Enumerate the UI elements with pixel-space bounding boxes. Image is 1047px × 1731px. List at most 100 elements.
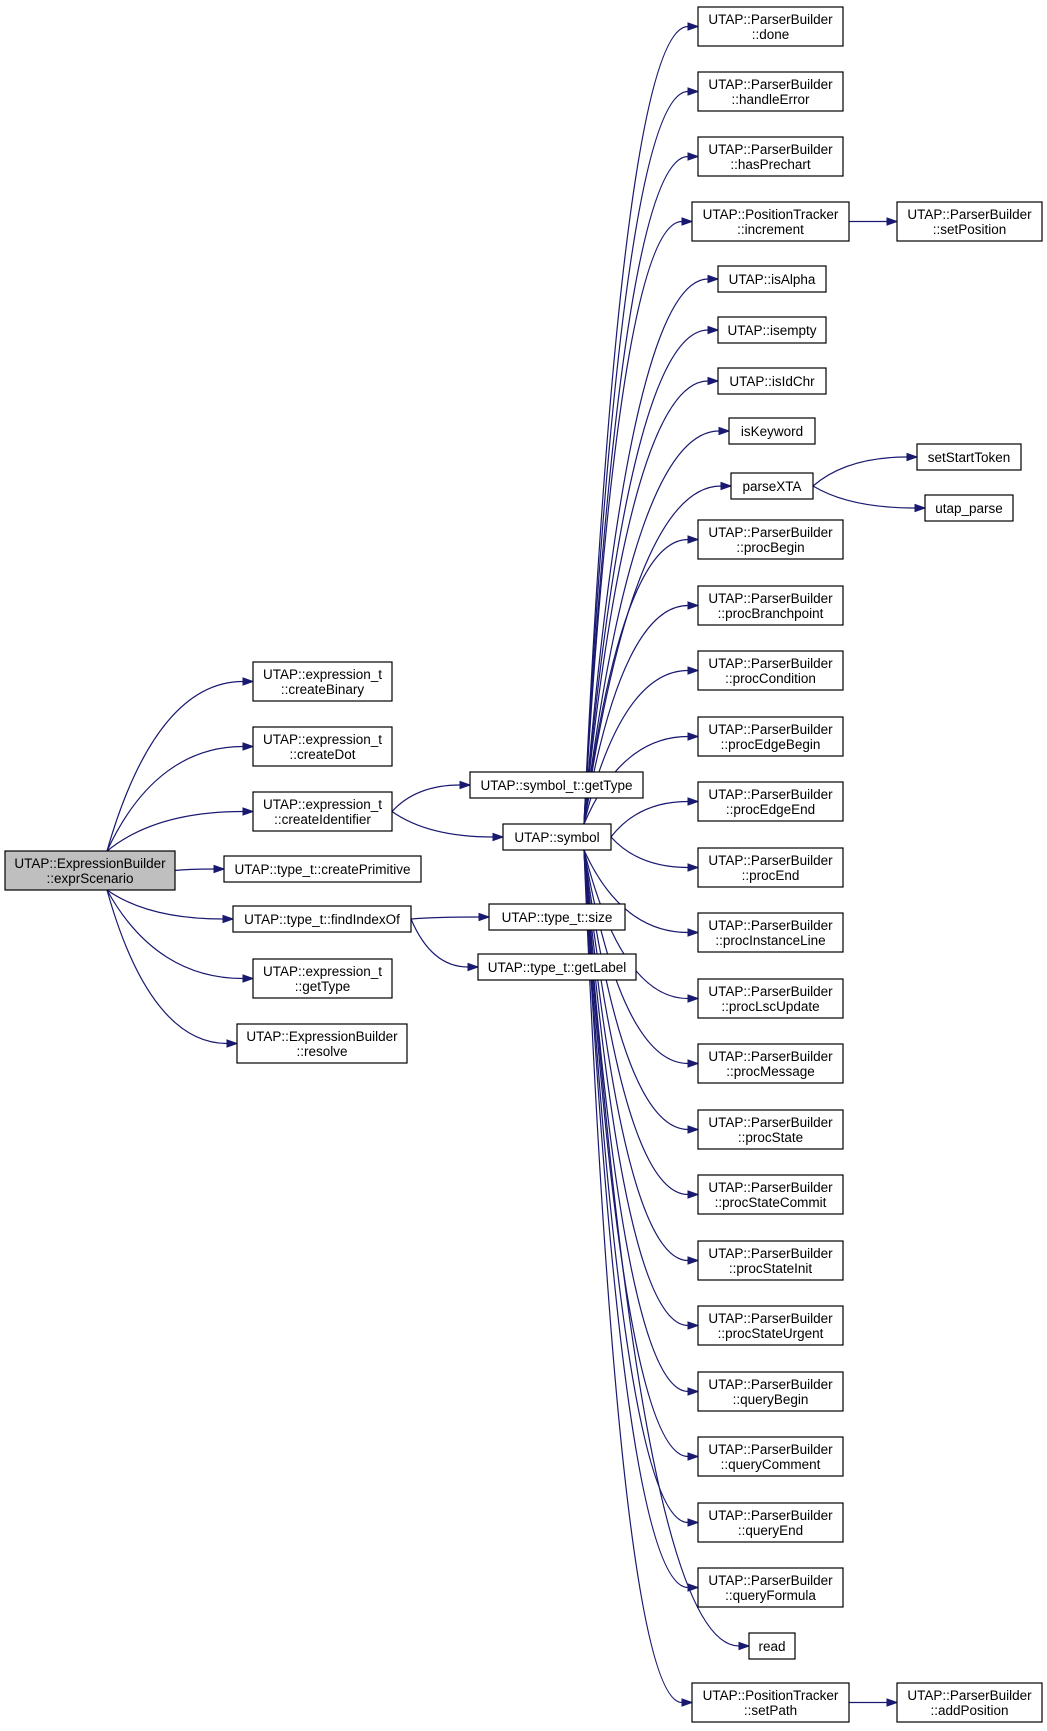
node-box xyxy=(691,1682,850,1723)
node-symbol-get-type[interactable]: UTAP::symbol_t::getType xyxy=(469,771,644,799)
node-label: ::procStateInit xyxy=(729,1261,813,1276)
node-proc-edge-end[interactable]: UTAP::ParserBuilder::procEdgeEnd xyxy=(697,781,844,822)
node-expr-get-type[interactable]: UTAP::expression_t::getType xyxy=(252,958,393,999)
node-create-identifier[interactable]: UTAP::expression_t::createIdentifier xyxy=(252,791,393,832)
node-query-formula[interactable]: UTAP::ParserBuilder::queryFormula xyxy=(697,1567,844,1608)
node-label: ::procBegin xyxy=(736,540,804,555)
node-is-id-chr[interactable]: UTAP::isIdChr xyxy=(717,367,827,395)
node-utap-parse[interactable]: utap_parse xyxy=(924,494,1014,522)
node-isempty[interactable]: UTAP::isempty xyxy=(717,316,827,344)
node-label: UTAP::ParserBuilder xyxy=(708,1442,833,1457)
node-label: ::procEdgeBegin xyxy=(721,737,821,752)
node-box xyxy=(697,1371,844,1412)
edge-expr-scenario-to-create-binary xyxy=(106,677,255,852)
node-label: UTAP::ParserBuilder xyxy=(708,1573,833,1588)
node-box xyxy=(728,417,816,445)
edge-line xyxy=(583,380,709,825)
node-parse-xta[interactable]: parseXTA xyxy=(730,472,814,500)
node-label: UTAP::PositionTracker xyxy=(703,207,839,222)
arrowhead-icon xyxy=(707,274,720,284)
node-proc-state[interactable]: UTAP::ParserBuilder::procState xyxy=(697,1109,844,1150)
node-proc-branchpoint[interactable]: UTAP::ParserBuilder::procBranchpoint xyxy=(697,585,844,626)
node-size[interactable]: UTAP::type_t::size xyxy=(488,903,626,931)
arrowhead-icon xyxy=(886,217,899,226)
node-label: ::procCondition xyxy=(725,671,816,686)
edge-line xyxy=(610,836,689,869)
node-query-comment[interactable]: UTAP::ParserBuilder::queryComment xyxy=(697,1436,844,1477)
node-proc-end[interactable]: UTAP::ParserBuilder::procEnd xyxy=(697,847,844,888)
arrowhead-icon xyxy=(222,914,235,924)
node-box xyxy=(924,494,1014,522)
arrowhead-icon xyxy=(687,1256,700,1265)
node-handle-error[interactable]: UTAP::ParserBuilder::handleError xyxy=(697,71,844,112)
edge-parse-xta-to-set-start-token xyxy=(812,452,919,487)
node-label: ::procBranchpoint xyxy=(718,606,824,621)
node-box xyxy=(502,823,612,851)
node-proc-message[interactable]: UTAP::ParserBuilder::procMessage xyxy=(697,1043,844,1084)
node-create-primitive[interactable]: UTAP::type_t::createPrimitive xyxy=(223,855,422,883)
node-box xyxy=(4,850,176,891)
node-set-position[interactable]: UTAP::ParserBuilder::setPosition xyxy=(896,201,1043,242)
edge-line xyxy=(583,604,689,825)
node-label: UTAP::ParserBuilder xyxy=(708,525,833,540)
node-set-path[interactable]: UTAP::PositionTracker::setPath xyxy=(691,1682,850,1723)
node-label: ::exprScenario xyxy=(46,871,133,886)
node-box xyxy=(697,1567,844,1608)
node-label: ::queryComment xyxy=(721,1457,821,1472)
node-is-keyword[interactable]: isKeyword xyxy=(728,417,816,445)
node-box xyxy=(469,771,644,799)
arrowhead-icon xyxy=(707,325,720,335)
node-find-index-of[interactable]: UTAP::type_t::findIndexOf xyxy=(232,905,412,933)
node-label: UTAP::ParserBuilder xyxy=(708,918,833,933)
node-create-dot[interactable]: UTAP::expression_t::createDot xyxy=(252,726,393,767)
node-box xyxy=(236,1023,408,1064)
node-resolve[interactable]: UTAP::ExpressionBuilder::resolve xyxy=(236,1023,408,1064)
node-set-start-token[interactable]: setStartToken xyxy=(916,443,1022,471)
edge-line xyxy=(583,849,689,934)
arrowhead-icon xyxy=(720,481,733,491)
node-label: UTAP::isAlpha xyxy=(729,272,816,287)
node-get-label[interactable]: UTAP::type_t::getLabel xyxy=(477,953,637,981)
edge-symbol-to-is-keyword xyxy=(583,426,731,825)
node-symbol[interactable]: UTAP::symbol xyxy=(502,823,612,851)
node-proc-edge-begin[interactable]: UTAP::ParserBuilder::procEdgeBegin xyxy=(697,716,844,757)
node-read[interactable]: read xyxy=(748,1632,796,1660)
edge-line xyxy=(391,784,461,812)
node-create-binary[interactable]: UTAP::expression_t::createBinary xyxy=(252,661,393,702)
node-add-position[interactable]: UTAP::ParserBuilder::addPosition xyxy=(896,1682,1043,1723)
node-done[interactable]: UTAP::ParserBuilder::done xyxy=(697,6,844,47)
edge-set-path-to-add-position xyxy=(849,1698,899,1707)
arrowhead-icon xyxy=(738,1641,751,1651)
edge-symbol-to-proc-message xyxy=(583,849,700,1068)
node-is-alpha[interactable]: UTAP::isAlpha xyxy=(717,265,827,293)
node-label: UTAP::ParserBuilder xyxy=(708,1115,833,1130)
edge-symbol-to-proc-condition xyxy=(583,666,700,825)
node-proc-condition[interactable]: UTAP::ParserBuilder::procCondition xyxy=(697,650,844,691)
node-proc-state-init[interactable]: UTAP::ParserBuilder::procStateInit xyxy=(697,1240,844,1281)
node-has-prechart[interactable]: UTAP::ParserBuilder::hasPrechart xyxy=(697,136,844,177)
node-proc-state-urgent[interactable]: UTAP::ParserBuilder::procStateUrgent xyxy=(697,1305,844,1346)
node-label: ::queryFormula xyxy=(725,1588,816,1603)
node-proc-instance-line[interactable]: UTAP::ParserBuilder::procInstanceLine xyxy=(697,912,844,953)
node-query-end[interactable]: UTAP::ParserBuilder::queryEnd xyxy=(697,1502,844,1543)
node-proc-begin[interactable]: UTAP::ParserBuilder::procBegin xyxy=(697,519,844,560)
node-expr-scenario[interactable]: UTAP::ExpressionBuilder::exprScenario xyxy=(4,850,176,891)
arrowhead-icon xyxy=(707,376,720,386)
node-label: ::setPath xyxy=(744,1703,797,1718)
node-label: ::procMessage xyxy=(726,1064,815,1079)
node-query-begin[interactable]: UTAP::ParserBuilder::queryBegin xyxy=(697,1371,844,1412)
node-box xyxy=(896,1682,1043,1723)
edge-line xyxy=(583,155,689,825)
edge-line xyxy=(391,811,494,838)
node-label: ::setPosition xyxy=(933,222,1007,237)
node-increment[interactable]: UTAP::PositionTracker::increment xyxy=(691,201,850,242)
node-label: UTAP::expression_t xyxy=(263,964,382,979)
node-label: ::procInstanceLine xyxy=(715,933,825,948)
edge-line xyxy=(583,329,709,825)
node-proc-lsc-update[interactable]: UTAP::ParserBuilder::procLscUpdate xyxy=(697,978,844,1019)
node-label: UTAP::PositionTracker xyxy=(703,1688,839,1703)
node-proc-state-commit[interactable]: UTAP::ParserBuilder::procStateCommit xyxy=(697,1174,844,1215)
node-box xyxy=(697,519,844,560)
arrowhead-icon xyxy=(687,152,700,161)
edge-line xyxy=(583,25,689,825)
